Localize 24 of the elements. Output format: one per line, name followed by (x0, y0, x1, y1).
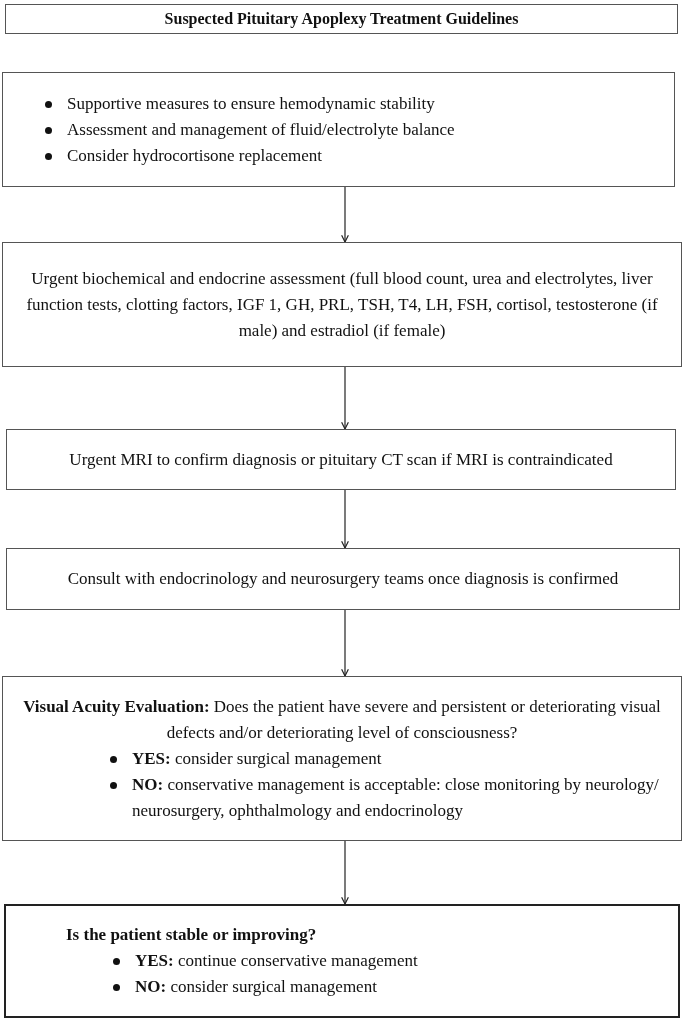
body-text: Consult with endocrinology and neurosurgery teams once diagnosis is confirmed (66, 568, 620, 590)
bullet-item: NO: consider surgical management (111, 974, 670, 1000)
arrow (341, 489, 349, 549)
process-box (2, 676, 682, 841)
arrow (341, 186, 349, 243)
bullet-item: Assessment and management of fluid/electrolyte balance (43, 116, 666, 143)
process-box (2, 242, 682, 367)
arrow (341, 840, 349, 905)
arrow (341, 609, 349, 677)
body-text: Urgent biochemical and endocrine assessment (full blood count, urea and electrolytes, liver function tests, clotting factors, IGF 1, GH, PRL, TSH, T4, LH, FSH, cortisol, testosterone (if male) and estradiol (if female) (25, 267, 659, 342)
arrow (341, 366, 349, 430)
heading-text: Visual Acuity Evaluation: Does the patient have severe and persistent or deteriorating visual defects and/or deteriorating level of consciousness? (22, 695, 662, 744)
heading-text: Is the patient stable or improving? (65, 924, 318, 946)
process-box (6, 429, 676, 490)
bullet-item: NO: conservative management is acceptable: close monitoring by neurology/ neurosurgery, ophthalmology and endocrinology (108, 771, 673, 824)
process-box (4, 904, 680, 1018)
bullet-item: YES: continue conservative management (111, 948, 670, 974)
bullet-item: YES: consider surgical management (108, 745, 673, 772)
body-text: Urgent MRI to confirm diagnosis or pituitary CT scan if MRI is contraindicated (68, 448, 614, 471)
process-box (2, 72, 675, 187)
bullet-item: Consider hydrocortisone replacement (43, 142, 666, 169)
title: Suspected Pituitary Apoplexy Treatment Guidelines (5, 4, 678, 34)
process-box (6, 548, 680, 610)
bullet-item: Supportive measures to ensure hemodynamic stability (43, 90, 666, 117)
